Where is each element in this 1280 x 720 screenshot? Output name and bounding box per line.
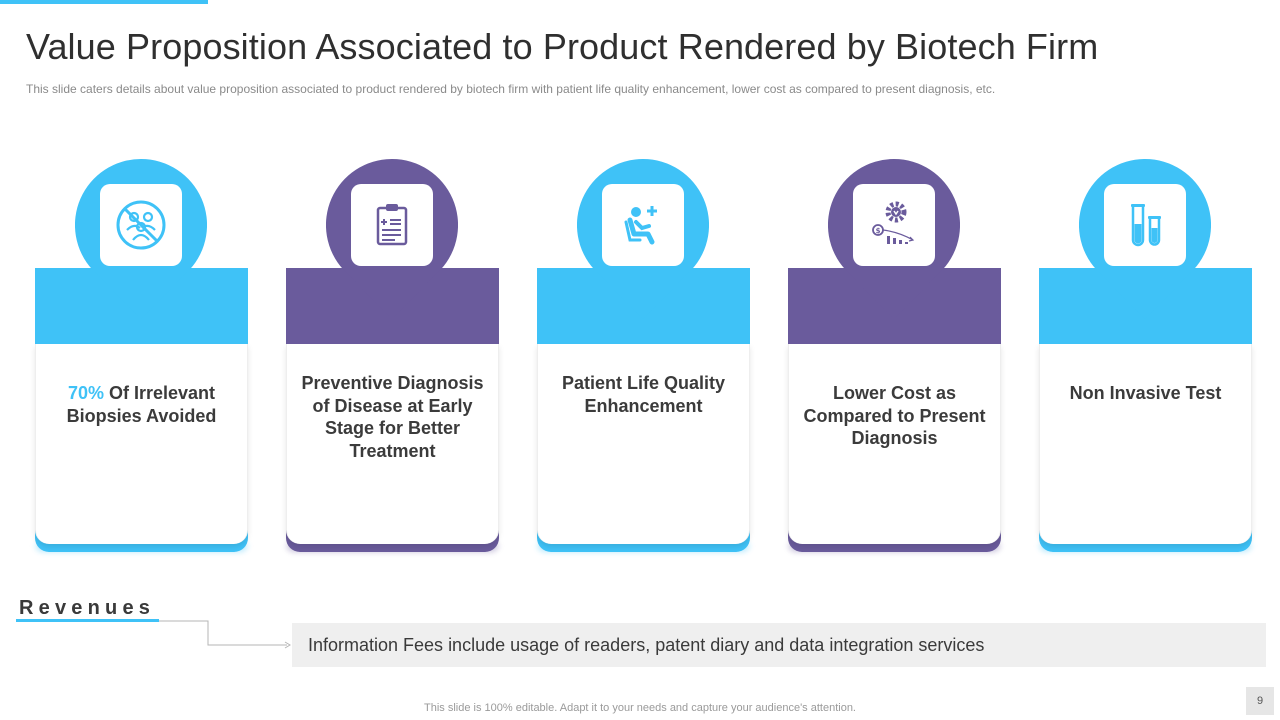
card-label: Non Invasive Test (1069, 383, 1222, 403)
test-tubes-icon (1131, 204, 1161, 247)
value-card-non-invasive: Non Invasive Test (1039, 159, 1252, 560)
revenues-underline (16, 619, 159, 622)
icon-tile (1104, 184, 1186, 266)
connector-arrow (159, 620, 291, 649)
icon-tile (351, 184, 433, 266)
value-card-patient-life: Patient Life Quality Enhancement (537, 159, 750, 560)
cost-reduction-gear-icon: $ (872, 201, 915, 244)
card-label: Preventive Diagnosis of Disease at Early… (301, 373, 484, 461)
footer-note: This slide is 100% editable. Adapt it to… (424, 702, 856, 714)
value-card-lower-cost: $ Lower Cost as Compared to Present Diag… (788, 159, 1001, 560)
no-group-icon (116, 200, 166, 250)
page-number: 9 (1246, 687, 1274, 715)
revenues-info-box: Information Fees include usage of reader… (292, 623, 1266, 667)
card-label: Lower Cost as Compared to Present Diagno… (803, 383, 986, 448)
clipboard-icon (376, 204, 408, 246)
card-label: 70% Of Irrelevant Biopsies Avoided (66, 383, 217, 426)
top-accent-bar (0, 0, 208, 4)
icon-tile (602, 184, 684, 266)
icon-tile: $ (853, 184, 935, 266)
revenues-heading: Revenues (19, 597, 156, 619)
patient-chair-icon (624, 206, 657, 245)
svg-text:$: $ (876, 227, 881, 235)
value-card-preventive-diagnosis: Preventive Diagnosis of Disease at Early… (286, 159, 499, 560)
highlight-percent: 70% (67, 383, 104, 403)
slide-subtitle: This slide caters details about value pr… (26, 82, 996, 96)
value-card-biopsies: 70% Of Irrelevant Biopsies Avoided (35, 159, 248, 560)
slide-title: Value Proposition Associated to Product … (26, 26, 1099, 67)
icon-tile (100, 184, 182, 266)
revenues-text: Information Fees include usage of reader… (308, 634, 985, 655)
card-label: Patient Life Quality Enhancement (561, 373, 726, 416)
